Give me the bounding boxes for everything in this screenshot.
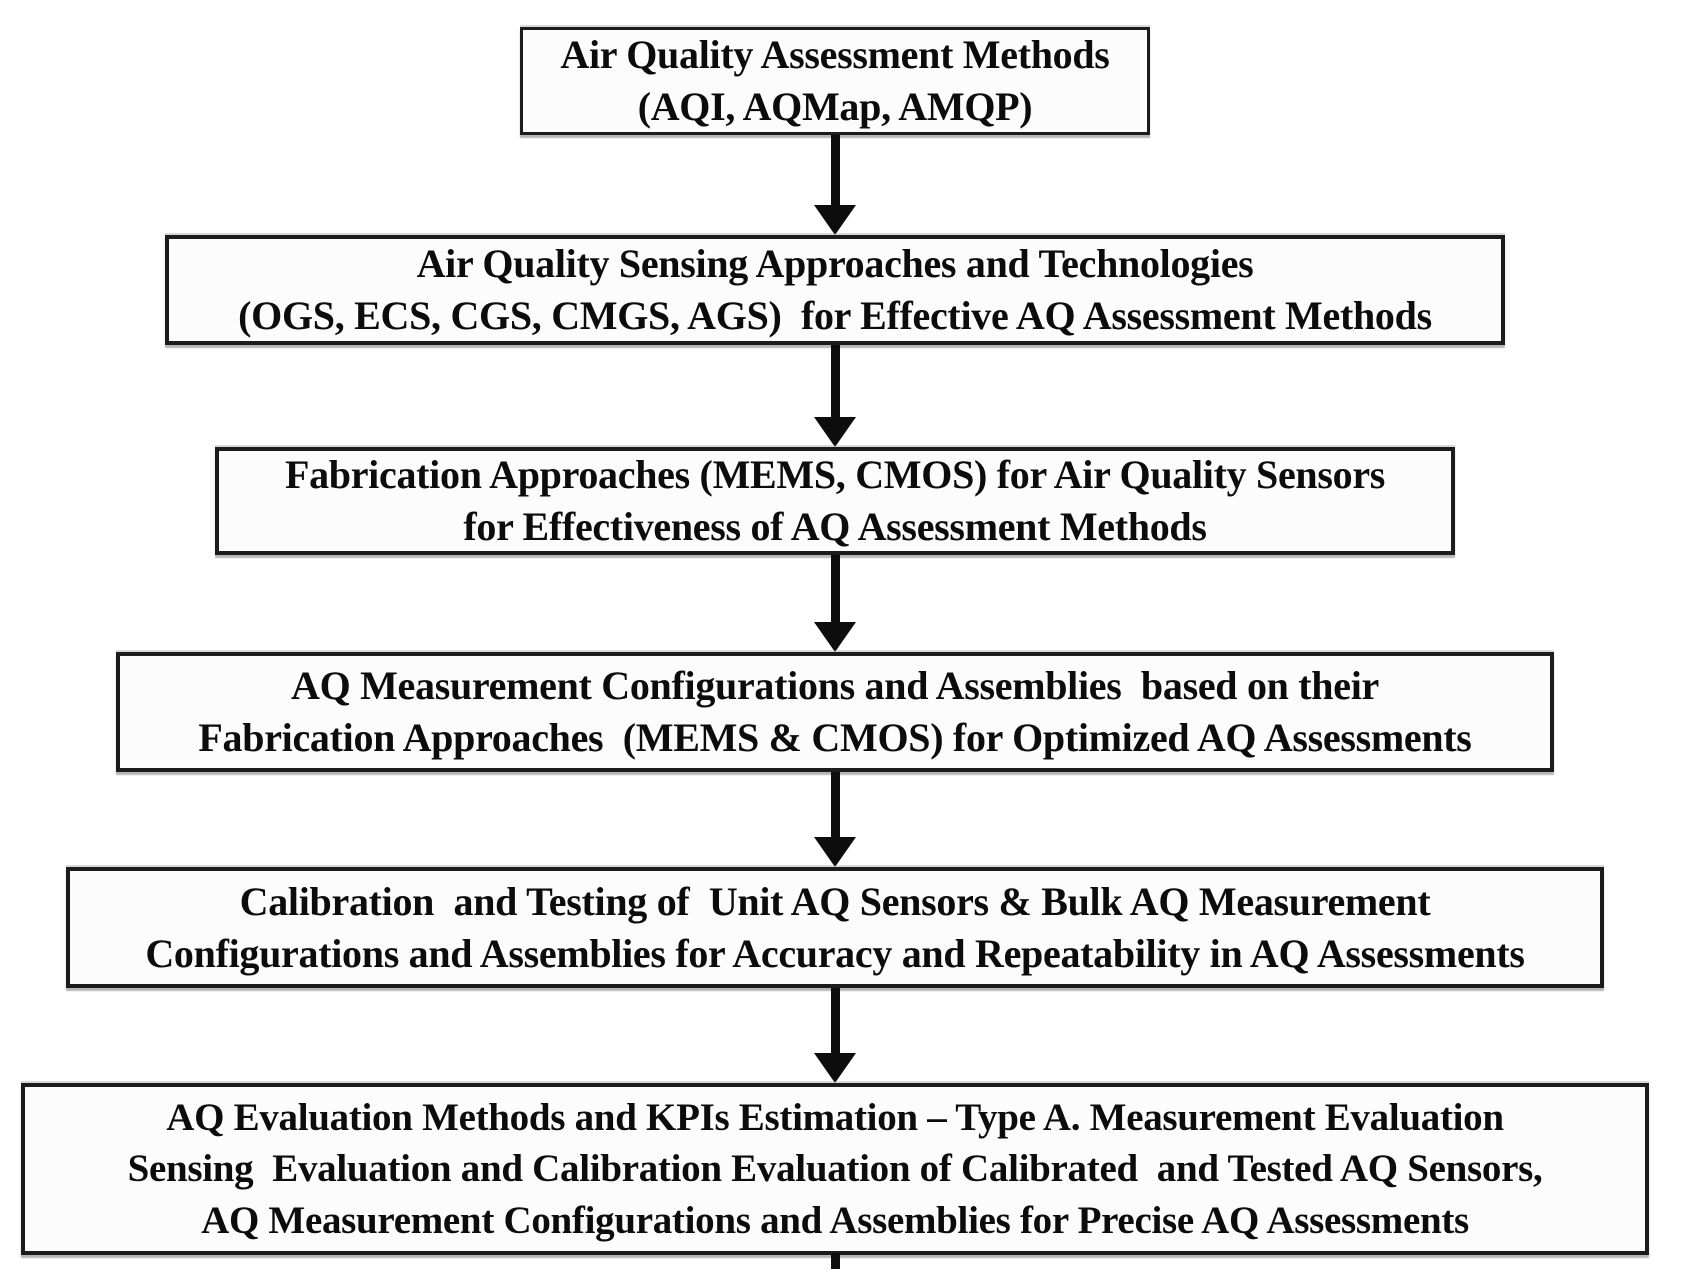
arrow-shaft — [830, 555, 840, 622]
arrow-shaft — [830, 345, 840, 417]
node-text-line: AQ Measurement Configurations and Assemb… — [201, 1198, 1469, 1242]
node-text-line: (OGS, ECS, CGS, CMGS, AGS) for Effective… — [238, 293, 1432, 338]
down-arrow-icon — [813, 772, 857, 867]
down-arrow-icon — [813, 988, 857, 1083]
node-air-quality-assessment-methods: Air Quality Assessment Methods (AQI, AQM… — [520, 27, 1150, 135]
down-arrow-icon — [813, 345, 857, 447]
down-arrow-stub — [831, 1253, 840, 1269]
node-aq-evaluation-methods: AQ Evaluation Methods and KPIs Estimatio… — [21, 1083, 1649, 1255]
down-arrow-icon — [813, 555, 857, 652]
node-text-line: AQ Evaluation Methods and KPIs Estimatio… — [166, 1095, 1504, 1139]
node-air-quality-sensing-approaches: Air Quality Sensing Approaches and Techn… — [165, 235, 1505, 345]
node-text-line: Fabrication Approaches (MEMS & CMOS) for… — [198, 715, 1472, 760]
node-calibration-and-testing: Calibration and Testing of Unit AQ Senso… — [66, 867, 1604, 988]
arrow-head — [814, 1053, 856, 1083]
node-text-line: Sensing Evaluation and Calibration Evalu… — [127, 1147, 1543, 1191]
node-aq-measurement-configurations: AQ Measurement Configurations and Assemb… — [116, 652, 1554, 772]
node-text-line: Configurations and Assemblies for Accura… — [145, 930, 1525, 976]
arrow-head — [814, 205, 856, 235]
arrow-head — [814, 622, 856, 652]
node-text-line: Air Quality Sensing Approaches and Techn… — [416, 241, 1254, 286]
node-text-line: Calibration and Testing of Unit AQ Senso… — [239, 878, 1431, 924]
node-text-line: for Effectiveness of AQ Assessment Metho… — [463, 504, 1207, 549]
arrow-shaft — [830, 772, 840, 837]
arrow-head — [814, 837, 856, 867]
down-arrow-icon — [813, 135, 857, 235]
arrow-shaft — [830, 988, 840, 1053]
node-text-line: (AQI, AQMap, AMQP) — [637, 84, 1033, 129]
node-text-line: Air Quality Assessment Methods — [560, 32, 1110, 77]
arrow-shaft — [830, 135, 840, 205]
arrow-head — [814, 417, 856, 447]
node-fabrication-approaches: Fabrication Approaches (MEMS, CMOS) for … — [215, 447, 1455, 555]
node-text-line: Fabrication Approaches (MEMS, CMOS) for … — [284, 452, 1386, 497]
node-text-line: AQ Measurement Configurations and Assemb… — [291, 663, 1379, 708]
